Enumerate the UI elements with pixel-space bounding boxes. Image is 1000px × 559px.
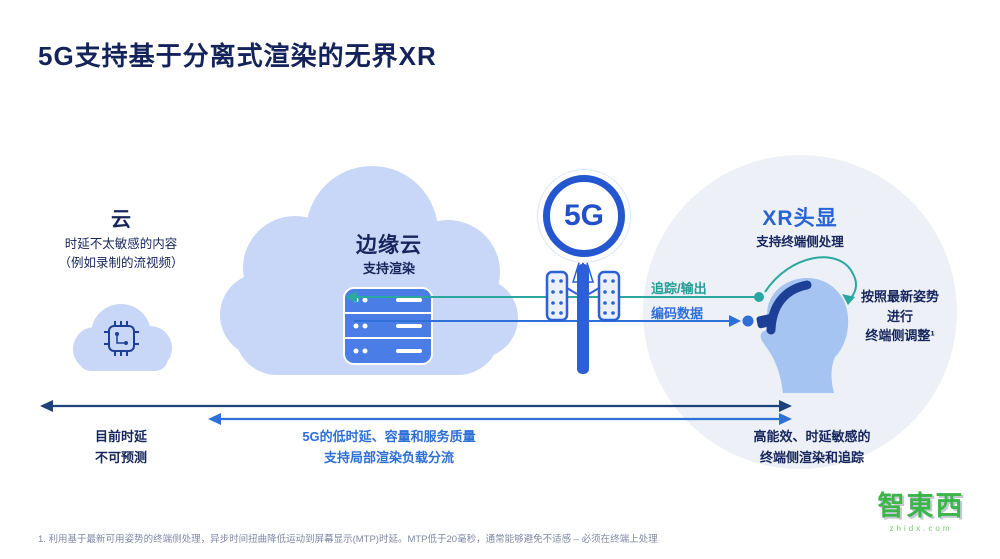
tracking-output-label: 追踪/输出 — [651, 281, 707, 296]
server-icon — [343, 287, 433, 365]
headset-visor-icon — [756, 313, 776, 329]
current-latency-line1: 目前时延 — [94, 429, 147, 444]
pose-adjust-note: 按照最新姿势 进行 终端侧调整¹ — [843, 287, 957, 346]
watermark-logo: 智東西 — [877, 491, 965, 521]
footnote: 1. 利用基于最新可用姿势的终端侧处理，异步时间扭曲降低运动到屏幕显示(MTP)… — [38, 534, 658, 545]
pose-note-line3: 终端侧调整¹ — [865, 328, 935, 343]
pose-arc-arrow — [764, 256, 857, 305]
chip-icon — [104, 321, 139, 356]
5g-qos-line1: 5G的低时延、容量和服务质量 — [302, 429, 476, 444]
current-latency-line2: 不可预测 — [94, 449, 147, 465]
tracking-dot — [754, 292, 764, 302]
device-render-line2: 终端侧渲染和追踪 — [759, 449, 864, 465]
cloud-description: 时延不太敏感的内容 （例如录制的流视频） — [28, 235, 214, 274]
watermark-url: zhidx.com — [889, 524, 953, 533]
5g-badge-label: 5G — [563, 199, 605, 232]
cloud-label: 云 — [111, 209, 131, 231]
tower-icon — [545, 246, 621, 374]
5g-badge: 5G — [543, 175, 625, 257]
5g-qos-caption: 5G的低时延、容量和服务质量 支持局部渲染负载分流 — [263, 427, 515, 469]
xr-head-icon — [756, 277, 849, 393]
pose-note-line2: 进行 — [886, 308, 913, 324]
edge-cloud-shape — [220, 166, 518, 375]
current-latency-caption: 目前时延 不可预测 — [58, 427, 184, 469]
edge-cloud-sublabel: 支持渲染 — [362, 261, 415, 276]
watermark: 智東西 zhidx.com — [866, 484, 976, 533]
xr-headset-sublabel: 支持终端侧处理 — [756, 235, 844, 249]
xr-headset-title: XR头显 — [762, 207, 838, 230]
encoded-dot — [742, 315, 754, 327]
pose-note-line1: 按照最新姿势 — [860, 289, 939, 304]
cloud-icon — [73, 304, 172, 371]
encoded-link-arrow — [354, 315, 741, 327]
device-render-caption: 高能效、时延敏感的 终端侧渲染和追踪 — [733, 427, 891, 469]
edge-cloud-label: 边缘云 — [356, 234, 422, 257]
cloud-desc-line2: （例如录制的流视频） — [58, 256, 184, 271]
device-render-line1: 高能效、时延敏感的 — [753, 429, 871, 444]
total-latency-arrow — [40, 400, 792, 412]
cloud-desc-line1: 时延不太敏感的内容 — [64, 237, 178, 251]
5g-qos-line2: 支持局部渲染负载分流 — [323, 449, 454, 465]
encoded-data-label: 编码数据 — [651, 306, 704, 321]
page-title: 5G支持基于分离式渲染的无界XR — [38, 41, 437, 71]
5g-latency-arrow — [208, 413, 792, 425]
